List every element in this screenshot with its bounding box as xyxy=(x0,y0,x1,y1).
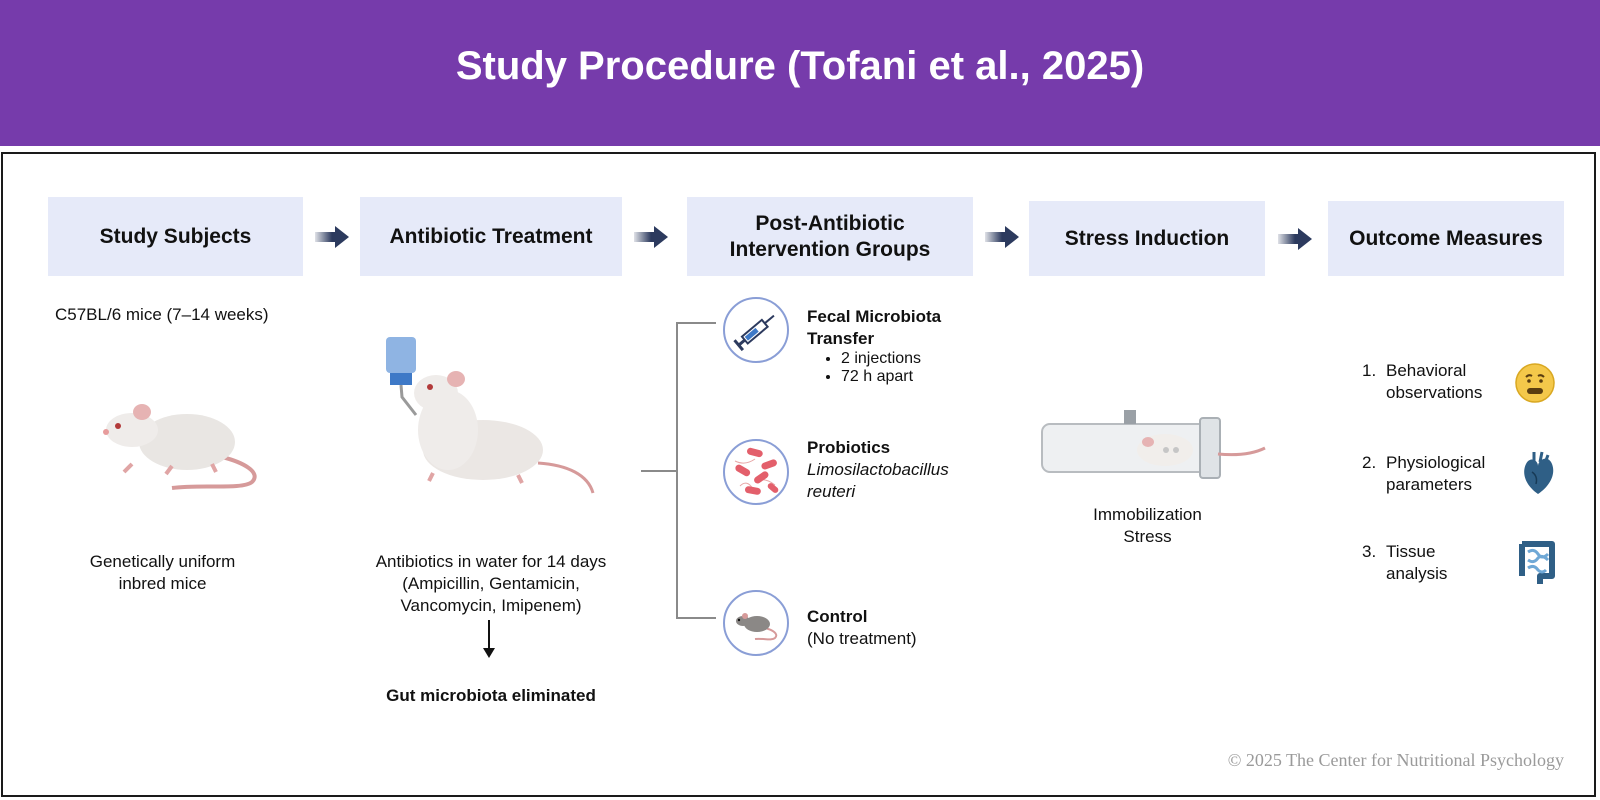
subjects-description-line: Genetically uniform xyxy=(89,552,236,571)
group-bullets: 2 injections 72 h apart xyxy=(807,350,997,386)
group-title: Probiotics xyxy=(807,438,891,457)
group-note: (No treatment) xyxy=(807,629,917,648)
outcome-line: parameters xyxy=(1386,475,1472,494)
flow-arrow-icon xyxy=(634,226,668,248)
subjects-strain: C57BL/6 mice (7–14 weeks) xyxy=(55,305,269,324)
outcome-number: 2. xyxy=(1362,453,1377,472)
flow-arrow-icon xyxy=(985,226,1019,248)
step-post-antibiotic-groups: Post-Antibiotic Intervention Groups xyxy=(687,197,973,276)
group-control: Control (No treatment) xyxy=(807,606,997,650)
mouse-icon xyxy=(103,404,257,490)
subjects-description: Genetically uniform inbred mice xyxy=(60,551,265,595)
outcome-item-behavioral: Behavioral observations xyxy=(1386,360,1482,404)
outcome-line: analysis xyxy=(1386,564,1448,583)
outcome-item-tissue: Tissue analysis xyxy=(1386,541,1447,585)
syringe-icon xyxy=(733,314,775,352)
heart-icon xyxy=(1524,451,1554,494)
group-title: Fecal Microbiota xyxy=(807,307,942,326)
outcome-number: 3. xyxy=(1362,542,1377,561)
outcome-number: 1. xyxy=(1362,361,1377,380)
page-title: Study Procedure (Tofani et al., 2025) xyxy=(455,44,1145,88)
step-antibiotic-treatment: Antibiotic Treatment xyxy=(360,197,622,276)
group-title: Transfer xyxy=(807,329,875,348)
outcome-item-physiological: Physiological parameters xyxy=(1386,452,1485,496)
step-stress-induction: Stress Induction xyxy=(1029,201,1265,276)
bracket-connector xyxy=(641,470,677,472)
bacteria-icon xyxy=(734,447,779,495)
step-study-subjects: Study Subjects xyxy=(48,197,303,276)
header-banner: Study Procedure (Tofani et al., 2025) xyxy=(0,0,1600,146)
stress-label: Immobilization Stress xyxy=(1060,504,1235,548)
copyright-notice: © 2025 The Center for Nutritional Psycho… xyxy=(1227,750,1564,770)
water-bottle-mouse-icon xyxy=(386,337,595,494)
outcome-line: Behavioral xyxy=(1386,361,1467,380)
bacteria-icon-circle xyxy=(723,439,789,505)
stress-label-line: Immobilization xyxy=(1093,505,1202,524)
flow-arrow-icon xyxy=(315,226,349,248)
bracket-spine xyxy=(676,322,678,619)
outcome-line: observations xyxy=(1386,383,1483,402)
step-label: Antibiotic Treatment xyxy=(389,224,593,248)
antibiotic-description-line: Vancomycin, Imipenem) xyxy=(400,596,582,615)
step-label: Study Subjects xyxy=(99,224,252,248)
antibiotic-description-line: (Ampicillin, Gentamicin, xyxy=(402,574,580,593)
group-fmt: Fecal Microbiota Transfer 2 injections 7… xyxy=(807,306,997,386)
antibiotic-description: Antibiotics in water for 14 days (Ampici… xyxy=(350,551,632,617)
bracket-branch xyxy=(676,617,716,619)
outcome-line: Physiological xyxy=(1386,453,1486,472)
restraint-tube-icon xyxy=(1041,410,1266,479)
group-species: Limosilactobacillus xyxy=(807,460,949,479)
syringe-icon-circle xyxy=(723,297,789,363)
subjects-description-line: inbred mice xyxy=(118,574,207,593)
anxious-face-icon xyxy=(1515,363,1555,403)
step-label: Stress Induction xyxy=(1064,226,1230,250)
mouse-icon xyxy=(736,613,778,641)
bracket-branch xyxy=(676,322,716,324)
step-outcome-measures: Outcome Measures xyxy=(1328,201,1564,276)
outcome-line: Tissue xyxy=(1386,542,1436,561)
down-arrow-icon xyxy=(483,620,495,658)
group-bullet: 72 h apart xyxy=(841,368,997,386)
antibiotic-result: Gut microbiota eliminated xyxy=(386,686,596,705)
antibiotic-description-line: Antibiotics in water for 14 days xyxy=(375,552,607,571)
mouse-icon-circle xyxy=(723,590,789,656)
step-label: Post-Antibiotic Intervention Groups xyxy=(729,211,931,261)
group-bullet: 2 injections xyxy=(841,350,997,368)
group-title: Control xyxy=(807,607,868,626)
group-probiotics: Probiotics Limosilactobacillus reuteri xyxy=(807,437,997,503)
flow-arrow-icon xyxy=(1278,228,1312,250)
intestine-icon xyxy=(1519,541,1555,584)
step-label: Outcome Measures xyxy=(1349,226,1543,250)
stress-label-line: Stress xyxy=(1123,527,1172,546)
diagram-frame xyxy=(1,152,1596,797)
group-species: reuteri xyxy=(807,482,856,501)
